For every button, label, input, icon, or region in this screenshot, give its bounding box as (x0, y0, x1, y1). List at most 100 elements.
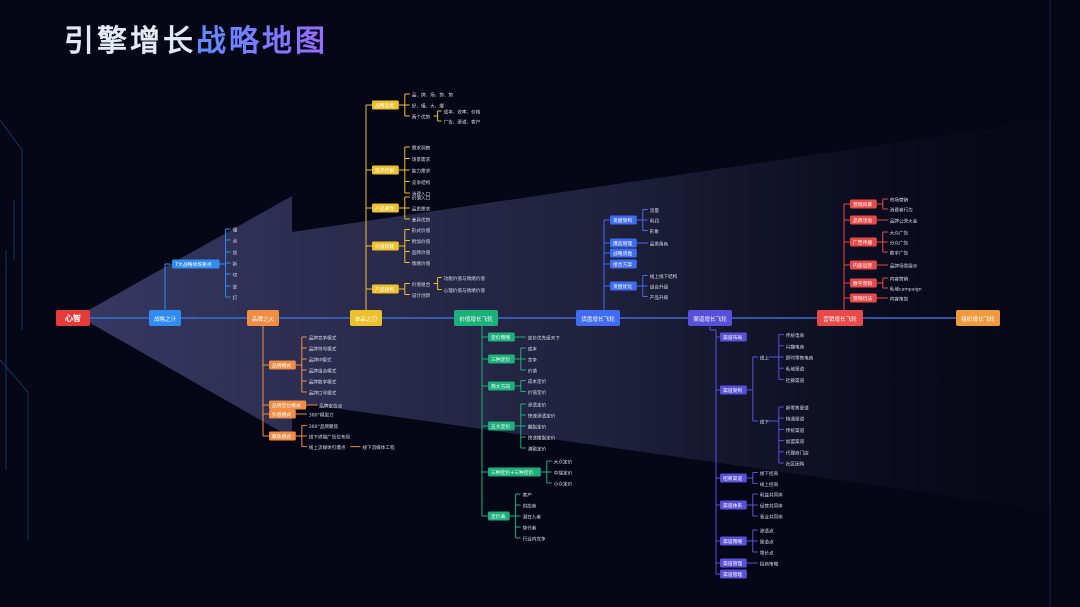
price-category-label: 定价表 (491, 513, 506, 520)
product-leaf: 差异优势 (412, 217, 431, 224)
price-category-label: 三种定价 (491, 356, 510, 363)
channel-subleaf: 私域渠道 (786, 366, 805, 373)
channel-category-box (720, 558, 747, 568)
price-leaf: 成本 (528, 346, 538, 353)
price-category-box (488, 332, 515, 342)
product-leaf: 需求洞察 (412, 145, 431, 152)
price-leaf: 快速撇脂定价 (528, 435, 556, 442)
page-title: 引擎增长战略地图 (64, 20, 328, 64)
marketing-leaf: 内容策划 (890, 296, 909, 303)
title-part-2: 战略地图 (196, 24, 328, 59)
goods-category-box (610, 281, 637, 291)
marketing-category-label: 广告传播 (853, 239, 872, 246)
goods-category-label: 爆品管理 (613, 240, 632, 247)
brand-category-label: 价值模式 (272, 411, 291, 418)
channel-subleaf: 社区团购 (786, 461, 805, 468)
marketing-category-label: 营销玩法 (853, 295, 872, 302)
channel-category-label: 渠道布局 (723, 334, 742, 341)
channel-subleaf: 传统渠道 (786, 427, 805, 434)
channel-subleaf: 特通渠道 (786, 416, 805, 423)
spine-label-price: 价值增长飞轮 (459, 315, 493, 323)
price-leaf: 撇脂定价 (528, 424, 547, 431)
product-leaf: 形式价值 (412, 227, 431, 234)
goods-leaf: 形象 (650, 228, 660, 235)
channel-leaf: 增长点 (760, 550, 774, 557)
brand-category-label: 品牌模式 (272, 362, 291, 369)
price-leaf: 定价优先级天下 (528, 335, 561, 342)
channel-subleaf: 即时零售电商 (786, 355, 814, 362)
channel-category-box (720, 500, 747, 510)
brand-category-label: 品牌定位模式 (272, 402, 301, 409)
channel-category-label: 渠道策略 (723, 538, 742, 545)
spine-label-product: 单品之刃 (355, 315, 377, 323)
product-leaf: 消费入口 (412, 191, 431, 198)
marketing-category-box (850, 237, 877, 247)
marketing-category-box (850, 215, 877, 225)
product-category-label: 战略品类 (375, 102, 394, 109)
price-category-label: 定价策略 (491, 334, 510, 341)
product-leaf: 竞争结构 (412, 179, 431, 186)
product-leaf: 价值入口 (412, 195, 431, 202)
goods-leaf: 利润 (650, 218, 660, 225)
brand-leaf: 品牌口号模式 (309, 390, 337, 397)
channel-subleaf: 新零售渠道 (786, 405, 809, 412)
left-edge-lights (0, 119, 29, 540)
channel-subleaf: 兴趣电商 (786, 343, 805, 350)
channel-category-box (720, 385, 747, 395)
price-leaf: 快速渗透定价 (528, 413, 556, 420)
channel-subleaf: 社群渠道 (786, 377, 805, 384)
price-category-box (488, 381, 515, 391)
brand-leaf: 品牌定位点 (319, 403, 342, 410)
brand-leaf: 品牌数字模式 (309, 379, 337, 386)
goods-leaf: 产品升级 (650, 294, 669, 301)
channel-leaf: 招商策略 (760, 561, 779, 568)
channel-subleaf: 代理商门店 (786, 449, 809, 456)
brand-leaf: 360°品牌聚焦 (309, 423, 339, 430)
brand-leaf: 品牌组合模式 (309, 368, 337, 375)
channel-subleaf: 传统电商 (786, 332, 805, 339)
channel-category-box (720, 332, 747, 342)
price-leaf: 潜在入者 (523, 514, 542, 521)
brand-category-label: 聚焦模式 (272, 433, 291, 440)
channel-leaf: 线上招商 (760, 481, 779, 488)
product-leaf: 品牌价值 (412, 249, 431, 256)
product-leaf: 能力需求 (412, 168, 431, 175)
goods-category-label: 组合方案 (613, 261, 632, 268)
marketing-category-label: 品牌活动 (853, 217, 872, 224)
marketing-leaf: 品牌场景展示 (890, 263, 918, 270)
marketing-leaf: 内容营销 (890, 276, 909, 283)
price-leaf: 中端定价 (554, 470, 573, 477)
spine-node-final (956, 310, 1000, 326)
marketing-leaf: 数字广告 (890, 250, 909, 257)
brand-category-box (269, 409, 296, 419)
line-leaf: 打 (233, 295, 238, 302)
channel-leaf: 渠道点 (760, 539, 774, 546)
channel-category-label: 招商渠道 (723, 475, 742, 482)
goods-category-label: 战略货盘 (613, 250, 632, 257)
price-category-label: 两大方向 (491, 383, 510, 390)
product-leaf: 附加价值 (412, 238, 431, 245)
spine-node-brand (247, 310, 279, 326)
spine-node-product (350, 310, 382, 326)
product-leaf: 场景需求 (412, 156, 431, 163)
marketing-category-box (850, 293, 877, 303)
brand-leaf: 线上流媒体引爆点 (309, 444, 346, 451)
product-leaf: 两个优势 (412, 114, 431, 121)
channel-leaf: 渗透点 (760, 528, 774, 535)
product-leaf: 品质需求 (412, 206, 431, 213)
spine-node-line (149, 310, 181, 326)
marketing-category-label: 营销风暴 (853, 201, 872, 208)
price-leaf: 成本定价 (528, 378, 547, 385)
branch-links (164, 93, 888, 575)
spine-label-final: 组织增长飞轮 (961, 315, 995, 323)
spine-label-mind: 心智 (65, 313, 81, 323)
marketing-category-box (850, 278, 877, 288)
channel-category-box (720, 569, 747, 579)
marketing-leaf: 私域campaign (890, 286, 922, 293)
goods-category-label: 货盘优化 (613, 283, 632, 290)
brand-category-box (269, 360, 296, 370)
line-leaf: 懂 (233, 227, 238, 234)
price-category-box (488, 511, 510, 521)
product-category-label: 价值构建 (375, 243, 394, 250)
price-leaf: 替代者 (523, 525, 537, 532)
